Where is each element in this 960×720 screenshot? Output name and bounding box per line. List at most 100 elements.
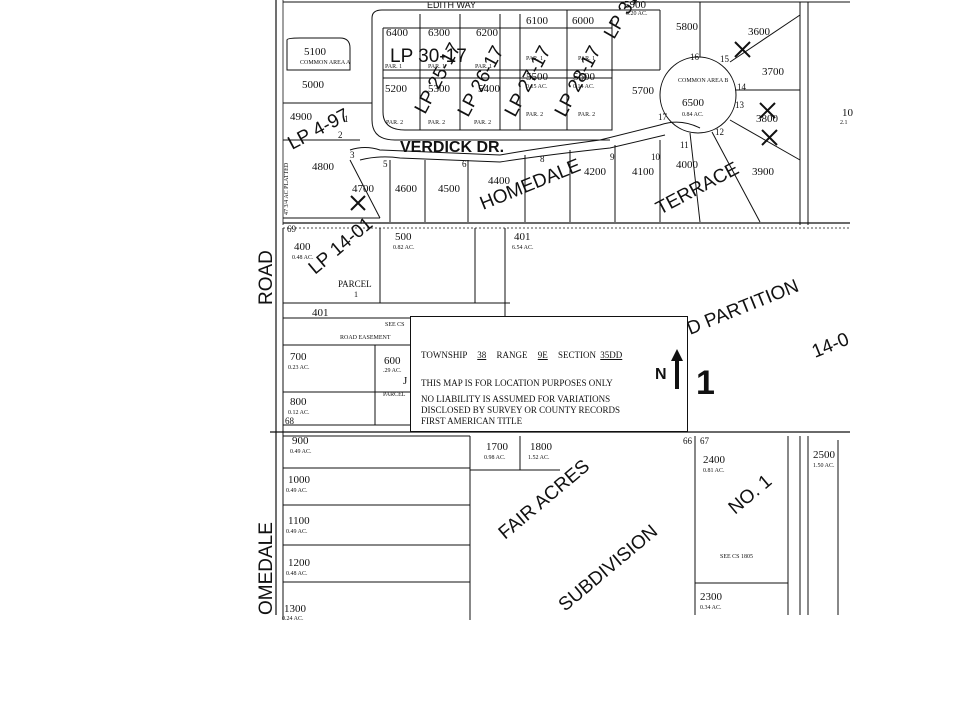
lot-10-east: 10 — [842, 107, 854, 119]
lot-labels: 5100 COMMON AREA A 5000 4900 4800 4700 4… — [290, 0, 854, 195]
lot-index: 15 — [720, 54, 730, 64]
lot-index: 16 — [690, 52, 700, 62]
common-area-a-label: COMMON AREA A — [300, 60, 351, 66]
lot-1800: 1800 — [530, 441, 553, 453]
lot-3700: 3700 — [762, 66, 785, 78]
lot-6300: 6300 — [428, 27, 451, 39]
area-2500: 1.50 AC. — [813, 463, 835, 469]
parcel-number: 1 — [354, 290, 358, 299]
lot-index: 10 — [651, 152, 661, 162]
parcel-lines — [270, 0, 850, 620]
area-700: 0.23 AC. — [288, 365, 310, 371]
lot-1000: 1000 — [288, 474, 311, 486]
lot-1200: 1200 — [288, 557, 311, 569]
township-label: TOWNSHIP — [421, 350, 468, 360]
lot-5400: 5400 — [478, 83, 501, 95]
platted-note: 47 3/4 AC PLATTED — [284, 162, 290, 215]
see-cs-1805-label: SEE CS 1805 — [720, 554, 753, 560]
lot-5700: 5700 — [632, 85, 655, 97]
x-mark — [761, 129, 778, 146]
lot-500: 500 — [395, 231, 412, 243]
area-401: 6.54 AC. — [512, 245, 534, 251]
area-500: 0.82 AC. — [393, 245, 415, 251]
street-road: ROAD — [256, 250, 277, 305]
lot-4600: 4600 — [395, 183, 418, 195]
lot-index: 1 — [344, 114, 349, 124]
lot-3600: 3600 — [748, 26, 771, 38]
lot-4700: 4700 — [352, 183, 375, 195]
parcel-j-label: J — [403, 375, 408, 387]
lot-700: 700 — [290, 351, 307, 363]
parcel-label: PARCEL — [338, 279, 372, 289]
area-1200: 0.48 AC. — [286, 571, 308, 577]
lot-index: 8 — [540, 154, 545, 164]
area-2300: 0.34 AC. — [700, 605, 722, 611]
par-2-label: PAR. 2 — [428, 120, 445, 126]
area-5600: 0.14 AC. — [573, 84, 595, 90]
street-omedale: OMEDALE — [256, 522, 277, 615]
area-1100: 0.49 AC. — [286, 529, 308, 535]
fair-acres-label: FAIR ACRES — [495, 456, 594, 544]
lot-401-strip: 401 — [312, 307, 329, 319]
area-6500: 0.84 AC. — [682, 112, 704, 118]
lot-1300: 1300 — [284, 603, 307, 615]
area-1800: 1.52 AC. — [528, 455, 550, 461]
area-5500: 0.15 AC. — [526, 84, 548, 90]
x-mark — [350, 195, 366, 211]
area-600: .29 AC. — [383, 368, 402, 374]
par-1-label: PAR. 1 — [428, 64, 445, 70]
lot-800: 800 — [290, 396, 307, 408]
lot-4800: 4800 — [312, 161, 335, 173]
parcel-word-label: PARCEL — [383, 392, 406, 398]
lot-index: 69 — [287, 224, 297, 234]
lot-index: 66 — [683, 436, 693, 446]
lot-index: 6 — [462, 159, 467, 169]
partition-number-label: 14-0 — [809, 329, 852, 363]
area-1000: 0.49 AC. — [286, 488, 308, 494]
section-label: SECTION — [558, 350, 597, 360]
area-10-east: 2.1 — [840, 120, 848, 126]
street-verdick-dr: VERDICK DR. — [400, 139, 504, 156]
lot-index: 3 — [350, 150, 355, 160]
lot-index-numbers: 1 2 3 5 6 8 9 10 11 12 13 14 15 16 17 66… — [285, 52, 747, 446]
lot-5900: 5900 — [624, 0, 647, 11]
no-1-label: NO. 1 — [725, 471, 777, 519]
lot-3900: 3900 — [752, 166, 775, 178]
lot-index: 68 — [285, 416, 295, 426]
legend-box: TOWNSHIP 38 RANGE 9E SECTION 35DD THIS M… — [410, 316, 688, 432]
lot-900: 900 — [292, 435, 309, 447]
area-1700: 0.98 AC. — [484, 455, 506, 461]
par-2-label: PAR. 2 — [526, 112, 543, 118]
lot-index: 9 — [610, 152, 615, 162]
par-1-label: PAR. 1 — [385, 64, 402, 70]
lot-1700: 1700 — [486, 441, 509, 453]
area-5900: 0.20 AC. — [626, 11, 648, 17]
township-value: 38 — [477, 350, 487, 360]
lot-3800: 3800 — [756, 113, 779, 125]
lot-index: 67 — [700, 436, 710, 446]
lot-4400: 4400 — [488, 175, 511, 187]
lot-index: 2 — [338, 130, 343, 140]
lot-5500: 5500 — [526, 71, 549, 83]
lot-index: 5 — [383, 159, 388, 169]
x-mark — [759, 102, 776, 119]
lot-index: 12 — [715, 127, 724, 137]
lot-2400: 2400 — [703, 454, 726, 466]
area-2400: 0.81 AC. — [703, 468, 725, 474]
lot-6000: 6000 — [572, 15, 595, 27]
page-number: 1 — [696, 364, 715, 402]
lot-index: 11 — [680, 140, 689, 150]
area-400: 0.48 AC. — [292, 255, 314, 261]
lot-5300: 5300 — [428, 83, 451, 95]
lot-5800: 5800 — [676, 21, 699, 33]
section-value: 35DD — [600, 350, 623, 360]
north-arrow-icon — [671, 349, 683, 389]
common-area-b-label: COMMON AREA B — [678, 78, 728, 84]
see-cs-label: SEE CS — [385, 322, 405, 328]
area-900: 0.49 AC. — [290, 449, 312, 455]
lot-400: 400 — [294, 241, 311, 253]
township-row: TOWNSHIP 38 RANGE 9E SECTION 35DD — [421, 350, 624, 360]
lot-4100: 4100 — [632, 166, 655, 178]
x-marks — [350, 41, 778, 211]
